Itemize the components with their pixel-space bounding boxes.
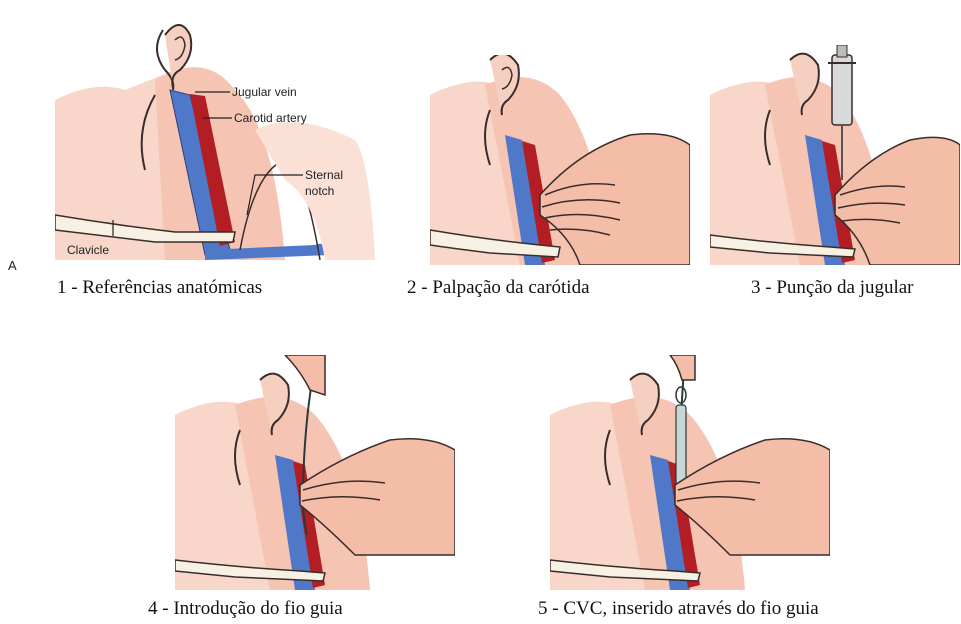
label-notch: notch <box>305 184 334 198</box>
label-clavicle: Clavicle <box>67 243 109 257</box>
label-carotid-artery: Carotid artery <box>234 111 307 125</box>
panel-anatomical-references: Jugular vein Carotid artery Sternal notc… <box>55 10 385 265</box>
caption-panel-3: 3 - Punção da jugular <box>751 277 914 299</box>
label-sternal: Sternal <box>305 168 343 182</box>
panel-carotid-palpation <box>430 55 690 265</box>
carotid-palpation-illustration <box>430 55 690 265</box>
panel-guidewire-introduction <box>175 355 455 590</box>
caption-panel-4: 4 - Introdução do fio guia <box>148 598 343 620</box>
figure-letter: A <box>8 258 17 273</box>
caption-panel-5: 5 - CVC, inserido através do fio guia <box>538 598 819 620</box>
panel-cvc-inserted <box>550 355 830 590</box>
jugular-puncture-illustration <box>710 45 960 265</box>
neck-anatomy-illustration: Jugular vein Carotid artery Sternal notc… <box>55 10 385 265</box>
caption-panel-1: 1 - Referências anatómicas <box>57 277 262 299</box>
cvc-insertion-illustration <box>550 355 830 590</box>
label-jugular-vein: Jugular vein <box>232 85 297 99</box>
caption-panel-2: 2 - Palpação da carótida <box>407 277 590 299</box>
panel-jugular-puncture <box>710 45 960 265</box>
guidewire-introduction-illustration <box>175 355 455 590</box>
